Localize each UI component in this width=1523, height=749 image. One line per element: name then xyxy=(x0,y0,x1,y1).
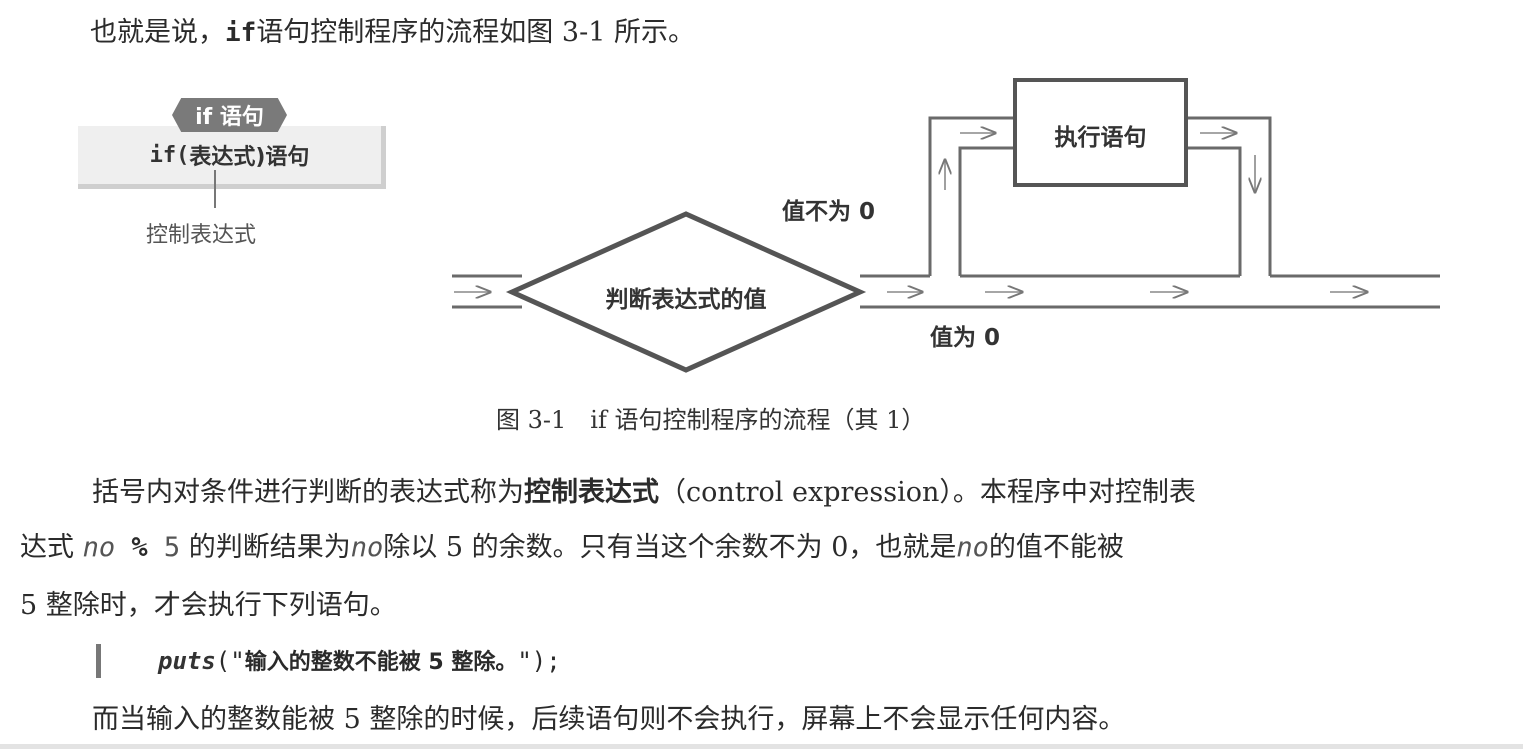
code-open: (" xyxy=(215,647,245,675)
decision-diamond xyxy=(505,211,867,373)
var-no-3: no xyxy=(956,532,989,563)
code-string: 输入的整数不能被 5 整除。 xyxy=(244,650,518,675)
paragraph-line-1: 括号内对条件进行判断的表达式称为控制表达式（control expression… xyxy=(92,470,1196,509)
syntax-tab: if 语句 xyxy=(172,98,287,132)
loop-inner-left xyxy=(958,146,1015,276)
p2-text-d: 的值不能被 xyxy=(988,532,1124,563)
paragraph-line-3: 5 整除时，才会执行下列语句。 xyxy=(20,590,397,621)
var-no-1: no xyxy=(82,532,116,563)
loop-outer-left xyxy=(928,116,1015,276)
control-expression-annotation: 控制表达式 xyxy=(146,223,257,248)
figure-caption: 图 3-1 if 语句控制程序的流程（其 1） xyxy=(496,406,926,434)
p1-text-b: （control expression）。本程序中对控制表 xyxy=(659,477,1196,508)
code-func: puts xyxy=(158,647,216,675)
nonzero-label: 值不为 0 xyxy=(782,199,876,225)
loop-inner-right xyxy=(1186,146,1242,276)
mod-operator: % xyxy=(115,532,164,563)
page-bottom-edge xyxy=(0,744,1523,749)
intro-suffix: 语句控制程序的流程如图 3-1 所示。 xyxy=(256,17,695,48)
action-label: 执行语句 xyxy=(1054,125,1147,151)
closing-line: 而当输入的整数能被 5 整除的时候，后续语句则不会执行，屏幕上不会显示任何内容。 xyxy=(92,704,1126,735)
code-close: "); xyxy=(517,647,561,675)
syntax-form-middle: 表达式 xyxy=(189,145,256,170)
syntax-form-box: if(表达式)语句 xyxy=(78,126,386,189)
code-line: puts("输入的整数不能被 5 整除。"); xyxy=(158,644,561,676)
zero-label: 值为 0 xyxy=(930,325,1001,351)
num-five: 5 xyxy=(163,532,181,563)
intro-prefix: 也就是说， xyxy=(90,17,225,48)
p1-text-a: 括号内对条件进行判断的表达式称为 xyxy=(92,477,524,508)
p2-text-c: 除以 5 的余数。只有当这个余数不为 0，也就是 xyxy=(383,532,957,563)
flowchart xyxy=(452,78,1440,373)
action-box xyxy=(1013,78,1188,187)
decision-label: 判断表达式的值 xyxy=(605,287,767,313)
if-keyword: if xyxy=(225,18,257,48)
p2-text-a: 达式 xyxy=(20,532,74,563)
code-block-bar xyxy=(96,644,101,678)
syntax-form-suffix: )语句 xyxy=(255,145,310,170)
var-no-2: no xyxy=(350,532,384,563)
loop-outer-right xyxy=(1186,116,1272,276)
paragraph-line-2: 达式 no % 5 的判断结果为no除以 5 的余数。只有当这个余数不为 0，也… xyxy=(20,525,1124,564)
annotation-leader-line xyxy=(214,170,216,208)
syntax-form-prefix: if( xyxy=(149,142,190,168)
intro-line: 也就是说，if语句控制程序的流程如图 3-1 所示。 xyxy=(90,10,695,49)
term-control-expression: 控制表达式 xyxy=(524,477,659,508)
p2-text-b: 的判断结果为 xyxy=(188,532,351,563)
